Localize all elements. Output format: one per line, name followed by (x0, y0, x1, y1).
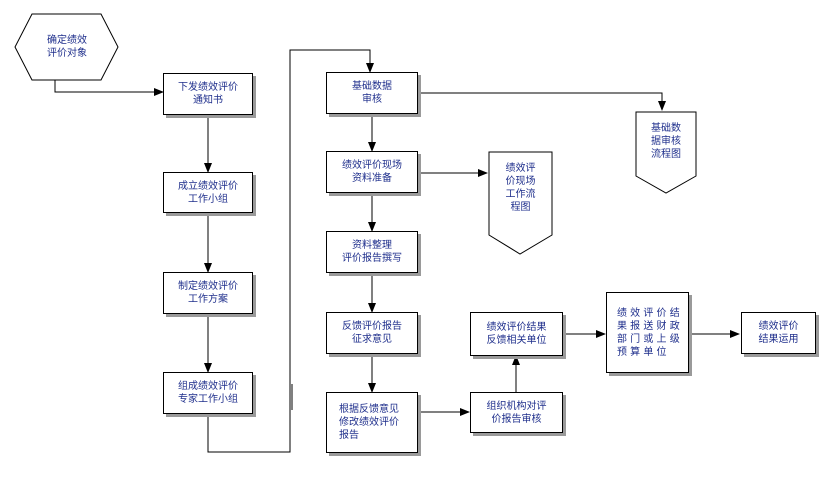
node-onsite-preparation: 绩效评价现场 资料准备 (326, 151, 418, 193)
node-org-review: 组织机构对评 价报告审核 (470, 392, 563, 433)
offpage-reference-1 (635, 111, 697, 194)
node-submit-results: 绩 效 评 价 结 果 报 送 财 政 部 门 或 上 级 预 算 单 位 (606, 292, 689, 373)
node-form-group: 成立绩效评价 工作小组 (163, 172, 253, 213)
node-organize-report: 资料整理 评价报告撰写 (326, 231, 418, 273)
node-revise-report: 根据反馈意见 修改绩效评价 报告 (326, 392, 418, 453)
connector-expert-to-basic (207, 49, 374, 453)
node-onsite-flowchart: 绩效评 价现场 工作流 程图 (505, 163, 536, 213)
connector-basic-to-flowchart (418, 92, 666, 111)
node-determine-target: 确定绩效 评价对象 (47, 35, 87, 59)
node-basic-data-review: 基础数据 审核 (326, 72, 418, 114)
node-basic-data-flowchart: 基础数 据审核 流程图 (651, 123, 681, 160)
offpage-reference-2 (488, 151, 553, 255)
node-feedback-results: 绩效评价结果 反馈相关单位 (470, 312, 563, 356)
node-feedback-report: 反馈评价报告 征求意见 (326, 312, 418, 354)
node-form-expert-group: 组成绩效评价 专家工作小组 (163, 372, 253, 414)
connector-start-to-notice (54, 80, 164, 96)
node-issue-notice: 下发绩效评价 通知书 (163, 73, 253, 115)
node-apply-results: 绩效评价 结果运用 (741, 312, 816, 354)
node-make-plan: 制定绩效评价 工作方案 (163, 272, 253, 314)
start-hexagon (14, 13, 119, 81)
